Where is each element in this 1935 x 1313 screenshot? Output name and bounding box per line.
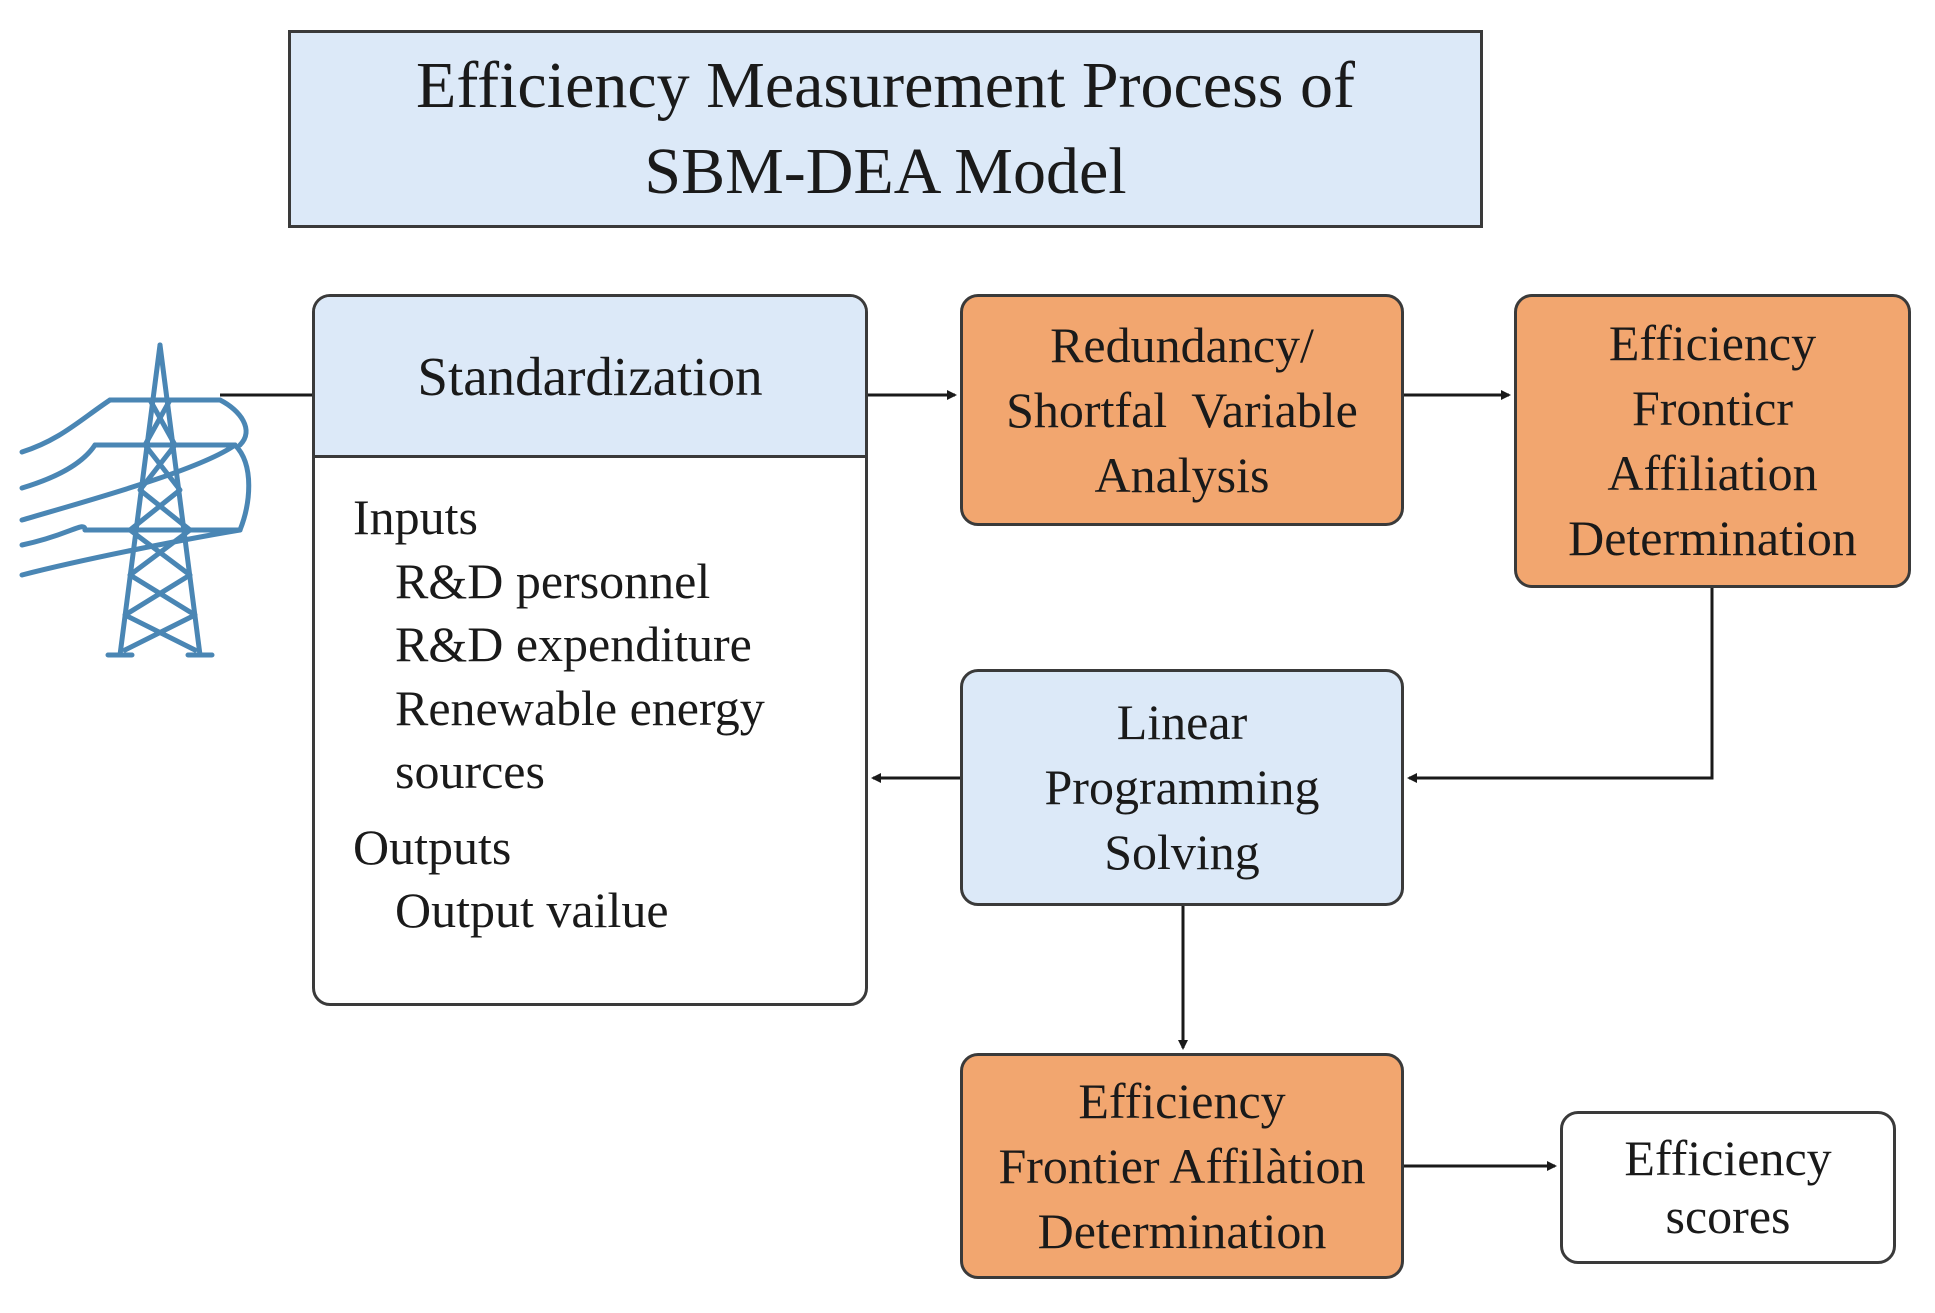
frontier-top-line-4: Determination (1568, 510, 1857, 566)
redundancy-line-3: Analysis (1094, 446, 1270, 503)
output-item-1: Output vailue (395, 882, 669, 938)
redundancy-line-2: Shortfal Variable (1006, 381, 1358, 438)
frontier-affiliation-bottom-box: Efficiency Frontier Affilàtion Determina… (960, 1053, 1404, 1279)
standardization-body: Inputs R&D personnel R&D expenditure Ren… (315, 458, 865, 943)
frontier-affiliation-top-box: Efficiency Fronticr Affiliation Determin… (1514, 294, 1911, 588)
title-line-1: Efficiency Measurement Process of (416, 49, 1355, 123)
diagram-title: Efficiency Measurement Process of SBM-DE… (288, 30, 1483, 228)
scores-line-2: scores (1665, 1187, 1791, 1244)
frontier-bottom-line-2: Frontier Affilàtion (998, 1137, 1366, 1194)
linear-programming-box: Linear Programming Solving (960, 669, 1404, 906)
input-item-1: R&D personnel (395, 552, 711, 609)
linear-programming-line-1: Linear (1116, 694, 1248, 750)
frontier-bottom-line-1: Efficiency (1078, 1072, 1286, 1129)
input-item-2: R&D expenditure (395, 616, 752, 672)
frontier-bottom-line-3: Determination (1037, 1202, 1327, 1259)
scores-line-1: Efficiency (1624, 1130, 1832, 1186)
redundancy-line-1: Redundancy/ (1050, 316, 1314, 373)
standardization-box: Standardization Inputs R&D personnel R&D… (312, 294, 868, 1006)
standardization-header: Standardization (315, 297, 865, 458)
frontier-top-line-3: Affiliation (1607, 445, 1818, 501)
power-tower-icon (19, 342, 252, 658)
frontier-top-line-1: Efficiency (1608, 315, 1817, 371)
title-line-2: SBM-DEA Model (644, 135, 1127, 208)
efficiency-scores-box: Efficiency scores (1560, 1111, 1896, 1264)
linear-programming-line-2: Programming (1044, 759, 1320, 815)
input-item-3: Renewable energy (395, 679, 765, 736)
outputs-label: Outputs (353, 818, 512, 875)
redundancy-analysis-box: Redundancy/ Shortfal Variable Analysis (960, 294, 1404, 526)
linear-programming-line-3: Solving (1104, 824, 1260, 880)
input-item-3-cont: sources (395, 743, 545, 799)
inputs-label: Inputs (353, 489, 478, 545)
frontier-top-line-2: Fronticr (1631, 380, 1794, 436)
